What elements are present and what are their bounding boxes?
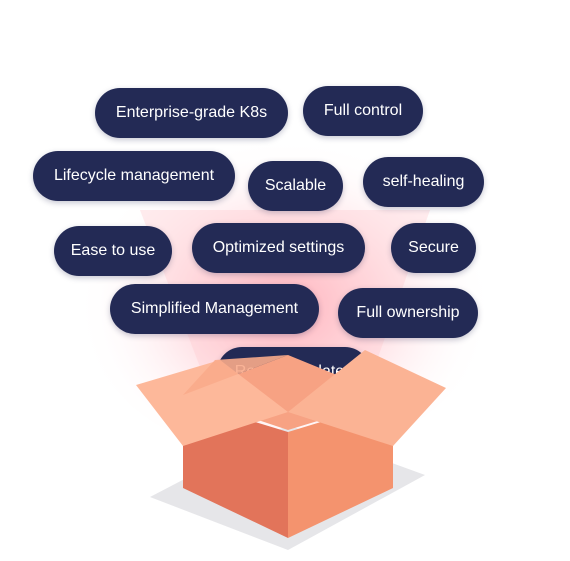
open-box-icon: [136, 350, 446, 550]
illustration: Enterprise-grade K8s Full control Lifecy…: [33, 86, 495, 550]
